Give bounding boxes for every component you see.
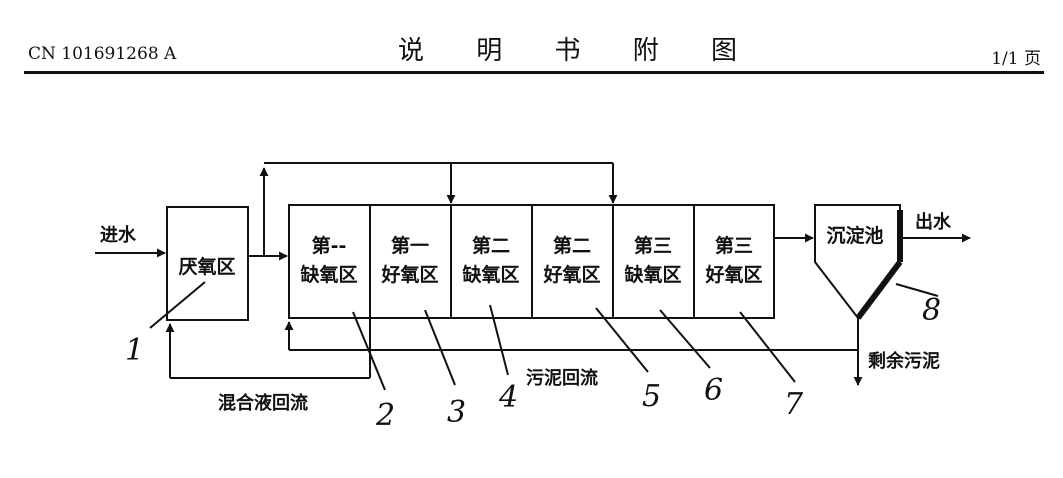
callout-2: 2 (375, 398, 395, 433)
zone-4-line2: 好氧区 (542, 263, 600, 286)
zone-5-line2: 缺氧区 (624, 263, 681, 286)
callout-7: 7 (784, 387, 804, 422)
leader-6 (659, 309, 711, 369)
mixed-liquor-label: 混合液回流 (218, 392, 308, 414)
leader-4 (489, 304, 509, 376)
leader-5 (595, 307, 649, 373)
callout-8: 8 (922, 293, 941, 328)
patent-number: CN 101691268 A (28, 44, 177, 64)
leader-2 (352, 311, 386, 391)
leader-8 (895, 283, 939, 297)
clarifier-label: 沉淀池 (826, 224, 883, 247)
zone-2-line1: 第一 (391, 234, 429, 257)
callout-1: 1 (125, 333, 144, 368)
header-rule (24, 71, 1044, 74)
callout-4: 4 (498, 380, 518, 415)
zone-3-line1: 第二 (472, 234, 510, 257)
clarifier-outline (814, 204, 901, 320)
zone-5-line1: 第三 (634, 234, 672, 257)
zone-3-line2: 缺氧区 (462, 263, 519, 286)
outflow-label: 出水 (915, 211, 952, 233)
page-number: 1/1 页 (991, 49, 1041, 69)
zone-2-line2: 好氧区 (380, 263, 438, 286)
zone-1-line1: 第-- (312, 234, 347, 257)
zone-6-line1: 第三 (715, 234, 753, 257)
anaerobic-label: 厌氧区 (178, 255, 235, 278)
inflow-label: 进水 (100, 224, 137, 246)
zone-4-line1: 第二 (553, 234, 591, 257)
callout-3: 3 (447, 395, 466, 430)
leader-3 (424, 309, 456, 386)
clarifier-wall-slope (855, 260, 903, 320)
excess-sludge-label: 剩余污泥 (868, 350, 940, 372)
leader-7 (739, 311, 796, 383)
leader-1 (149, 281, 206, 329)
callout-5: 5 (642, 379, 661, 414)
sludge-return-label: 污泥回流 (526, 367, 598, 389)
page-title: 说 明 书 附 图 (398, 36, 760, 66)
callout-6: 6 (704, 373, 723, 408)
zone-6-line2: 好氧区 (704, 263, 762, 286)
zone-1-line2: 缺氧区 (300, 263, 357, 286)
anaerobic-tank-box (166, 206, 249, 321)
